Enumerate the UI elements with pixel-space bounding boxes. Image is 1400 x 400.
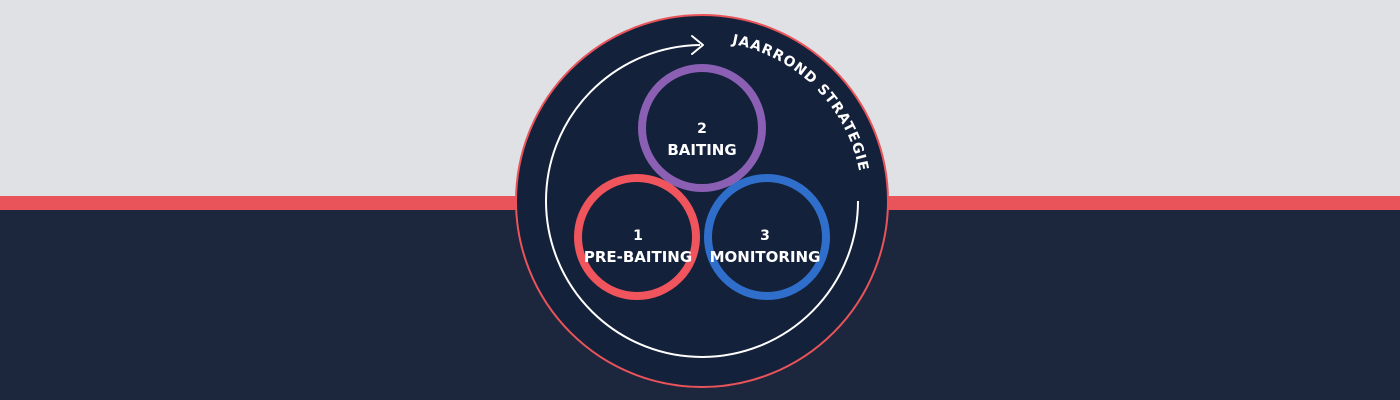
step-3-number: 3 <box>760 228 770 244</box>
step-2-ring <box>638 64 766 192</box>
step-2-number: 2 <box>697 121 707 137</box>
step-1-ring <box>574 174 700 300</box>
cycle-disc <box>515 14 889 388</box>
step-3-ring <box>704 174 830 300</box>
step-2-label: BAITING <box>667 141 736 159</box>
clockwise-arrow-icon <box>691 35 704 55</box>
step-3-label: MONITORING <box>710 248 821 266</box>
step-1-number: 1 <box>633 228 643 244</box>
step-1-label: PRE-BAITING <box>584 248 692 266</box>
cycle-ring <box>545 44 859 358</box>
